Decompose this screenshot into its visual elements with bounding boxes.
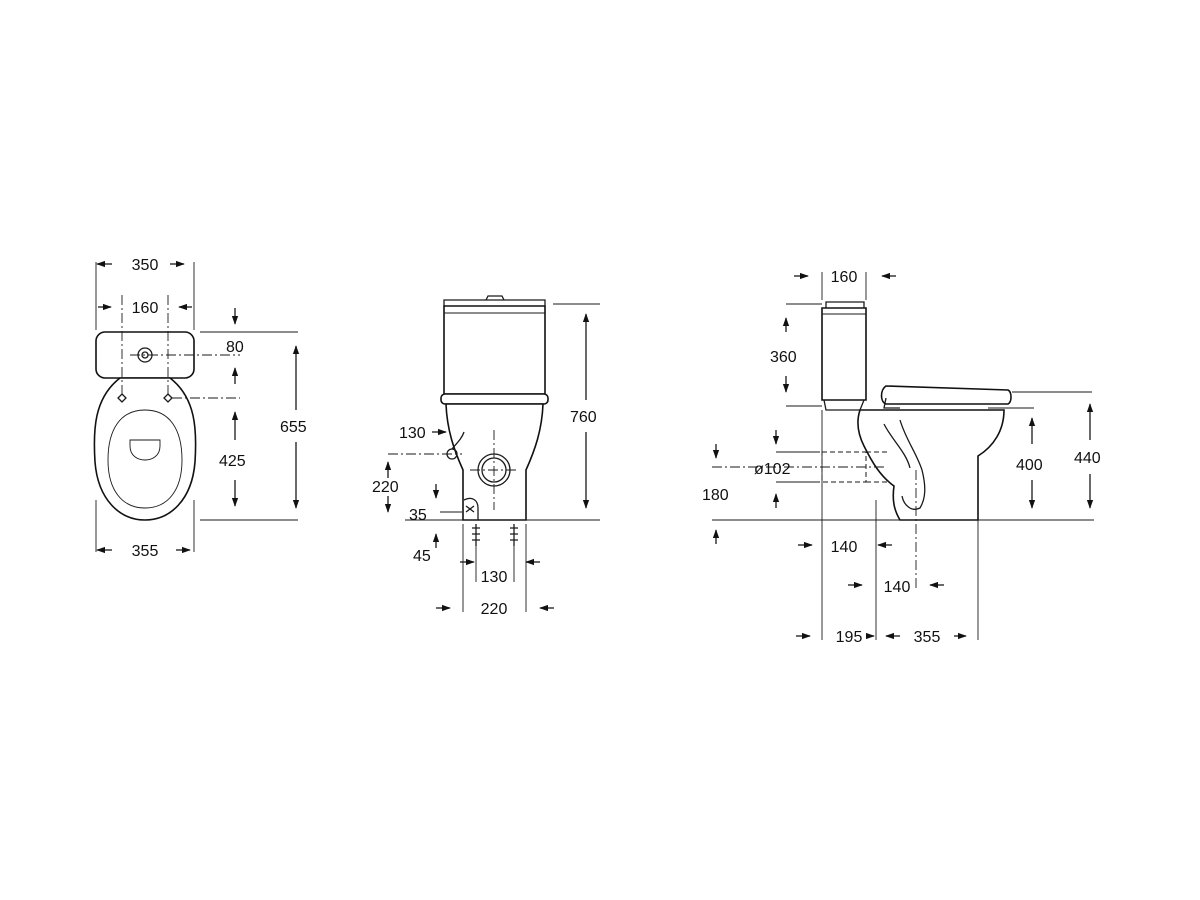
dim-fixing-depth: 425 (219, 453, 246, 470)
dim-base-offset: 45 (413, 548, 431, 565)
dim-outlet-centre: 140 (884, 579, 911, 596)
front-bolt-left (472, 524, 480, 546)
front-bowl (445, 403, 544, 521)
dim-base-width: 220 (481, 601, 508, 618)
front-base-bracket (463, 497, 479, 520)
dim-tank-height: 360 (770, 349, 797, 366)
side-cistern (821, 307, 867, 401)
front-seat (440, 393, 549, 405)
dim-base-height: 35 (409, 507, 427, 524)
top-outlet-mark (129, 439, 161, 461)
dim-fixing-spacing-front: 130 (481, 569, 508, 586)
dim-outlet-diameter: ø102 (754, 461, 791, 478)
side-trap-inner (899, 419, 926, 510)
side-bowl (857, 409, 1005, 521)
dim-tank-width: 160 (831, 269, 858, 286)
side-cistern-base (823, 399, 865, 411)
side-hinge (883, 397, 900, 409)
side-seat (880, 385, 1012, 405)
top-seat-opening (107, 409, 183, 509)
dim-bowl-length: 355 (914, 629, 941, 646)
fixing-point-left (117, 393, 127, 403)
dim-inlet-offset: 130 (399, 425, 426, 442)
front-view: 760 130 220 35 45 130 220 (372, 295, 600, 618)
dim-bowl-width: 355 (132, 543, 159, 560)
dim-outlet-height: 180 (702, 487, 729, 504)
front-bolt-right (510, 524, 518, 546)
dim-overall-width: 350 (132, 257, 159, 274)
side-cistern-lid (825, 301, 865, 308)
front-cistern-lid (443, 299, 546, 306)
dim-total-height: 760 (570, 409, 597, 426)
dim-fixing-spacing: 160 (132, 300, 159, 317)
front-cistern (443, 305, 546, 395)
side-trap-channel (883, 423, 911, 469)
dim-seat-height: 440 (1074, 450, 1101, 467)
front-base-bolt (465, 505, 475, 513)
dim-overall-depth: 655 (280, 419, 307, 436)
dim-wall-offset: 195 (836, 629, 863, 646)
side-view: 160 360 ø102 180 400 440 140 140 195 (702, 269, 1101, 646)
fixing-point-right (163, 393, 173, 403)
dim-inlet-height: 220 (372, 479, 399, 496)
front-inlet-pipe (451, 431, 465, 450)
front-flush-button (485, 295, 505, 301)
dim-outlet-length: 140 (831, 539, 858, 556)
top-view: 350 160 80 425 655 355 (93, 257, 307, 560)
dim-bowl-height: 400 (1016, 457, 1043, 474)
dim-tank-offset: 80 (226, 339, 244, 356)
top-bowl (93, 377, 197, 521)
